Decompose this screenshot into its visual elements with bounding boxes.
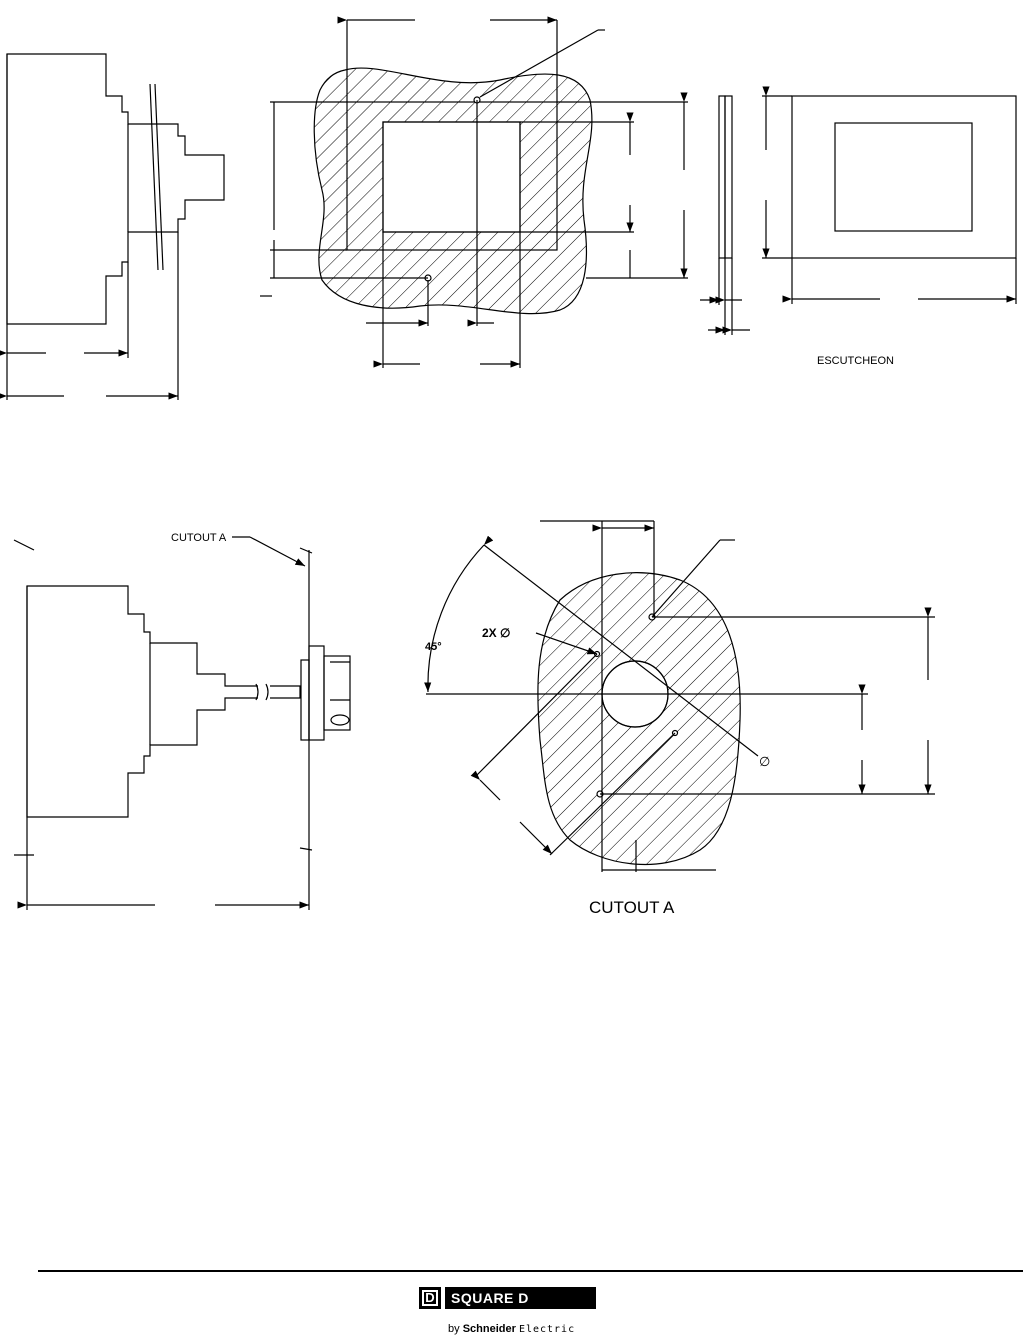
tagline-suffix: Electric [518, 1324, 576, 1335]
square-d-logo: D SQUARE D [419, 1286, 596, 1310]
diameter-symbol: ∅ [759, 754, 770, 769]
two-x-diameter-label: 2X ∅ [482, 626, 510, 640]
tagline-company: Schneider [462, 1323, 516, 1335]
cutout-a-callout: CUTOUT A [171, 532, 227, 544]
angle-label: 45° [425, 641, 442, 653]
cutout-a-detail [424, 520, 935, 872]
cutout-a-title: CUTOUT A [589, 898, 675, 917]
side-view-bottom [13, 536, 351, 910]
side-view-top [0, 53, 225, 400]
escutcheon-label: ESCUTCHEON [817, 355, 894, 367]
brand-tagline: by Schneider Electric [448, 1323, 575, 1335]
escutcheon-views [700, 86, 1017, 335]
panel-cutout-top [260, 16, 688, 368]
footer-rule [38, 1270, 1023, 1272]
tagline-by: by [448, 1323, 460, 1335]
d-logo-icon: D [419, 1287, 441, 1309]
brand-name: SQUARE D [445, 1287, 596, 1309]
